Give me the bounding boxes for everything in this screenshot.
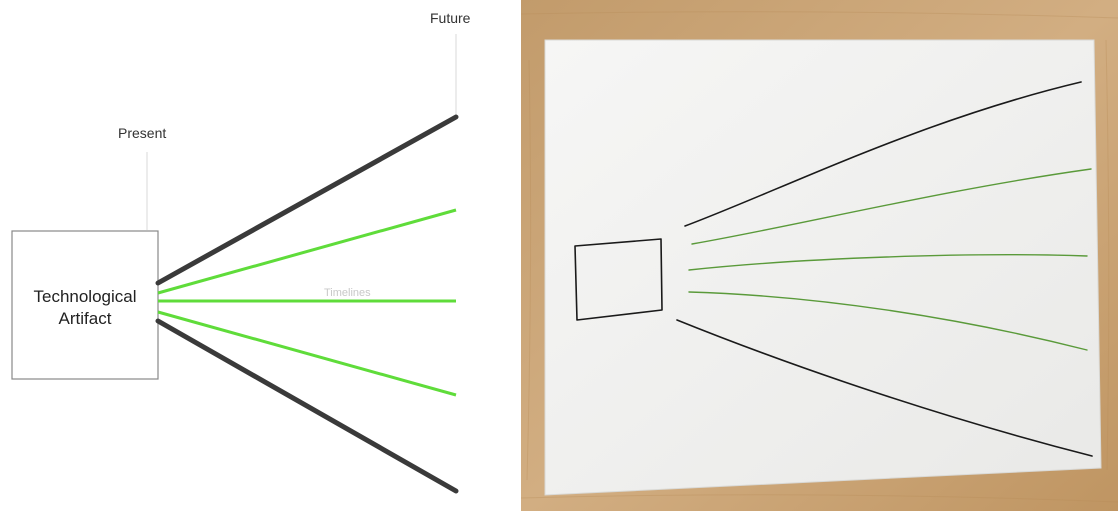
sketch-photo	[521, 0, 1118, 511]
digital-diagram: Present Future Timelines Technological A…	[0, 0, 500, 511]
future-label: Future	[430, 10, 470, 26]
diagram-canvas	[0, 0, 500, 511]
timeline-dark-lower	[158, 321, 456, 491]
timeline-green-3	[158, 312, 456, 395]
timeline-green-1	[158, 210, 456, 293]
timelines-label: Timelines	[324, 287, 371, 299]
present-label: Present	[118, 125, 166, 141]
timeline-dark-upper	[158, 117, 456, 283]
artifact-label: Technological Artifact	[12, 286, 158, 330]
sketch-canvas	[521, 0, 1118, 511]
paper-sheet	[545, 40, 1101, 495]
